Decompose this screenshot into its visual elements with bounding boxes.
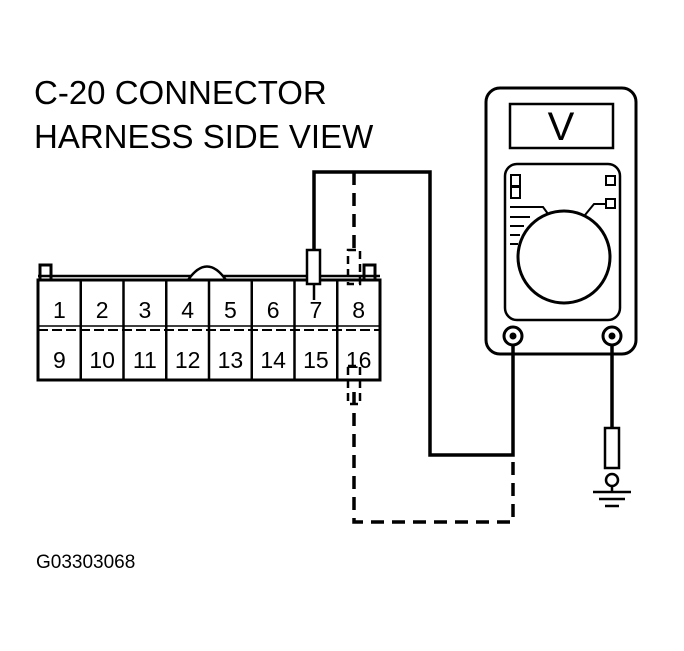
mode-indicator-1: [510, 174, 521, 187]
solid-test-lead: [305, 170, 515, 457]
diagram-title-line1: C-20 CONNECTOR: [34, 74, 327, 111]
multimeter-display: [508, 102, 615, 150]
pin-number: 6: [267, 297, 280, 323]
dial-scale-marks: [510, 203, 605, 245]
pin-number: 3: [138, 297, 151, 323]
multimeter-display-symbol: V: [548, 105, 575, 149]
ground-lead: [593, 345, 631, 508]
diagram-title-line2: HARNESS SIDE VIEW: [34, 118, 374, 155]
pin-number: 14: [260, 347, 286, 373]
mode-indicator-2: [510, 186, 521, 199]
multimeter: V: [484, 86, 638, 356]
pin-number: 4: [181, 297, 194, 323]
pin-number: 8: [352, 297, 365, 323]
dashed-probe-icon: [346, 248, 362, 286]
selector-dial-icon: [516, 209, 612, 305]
pin-number: 10: [89, 347, 115, 373]
com-jack-center: [509, 332, 517, 340]
test-probe-icon: [305, 248, 322, 286]
pin-number: 11: [133, 347, 157, 373]
pin-number: 15: [303, 347, 329, 373]
pin-number: 13: [218, 347, 244, 373]
mode-indicator-3: [605, 175, 616, 186]
ground-clip-icon: [604, 472, 620, 488]
pin-number: 1: [53, 297, 66, 323]
connector-cavity-lines: [79, 280, 339, 380]
ground-symbol-icon: [593, 490, 631, 508]
pin-number: 12: [175, 347, 201, 373]
mode-indicator-4: [605, 198, 616, 209]
figure-id-label: G03303068: [36, 552, 136, 573]
dashed-test-lead: [346, 172, 515, 524]
volt-jack-center: [608, 332, 616, 340]
dashed-probe-lower-icon: [346, 364, 362, 406]
pin-number: 5: [224, 297, 237, 323]
connector-lock-bump: [186, 265, 228, 281]
pin-number: 7: [309, 297, 322, 323]
pin-number: 16: [346, 347, 372, 373]
pin-number: 9: [53, 347, 66, 373]
pin-number: 2: [96, 297, 109, 323]
ground-probe-icon: [603, 426, 621, 470]
